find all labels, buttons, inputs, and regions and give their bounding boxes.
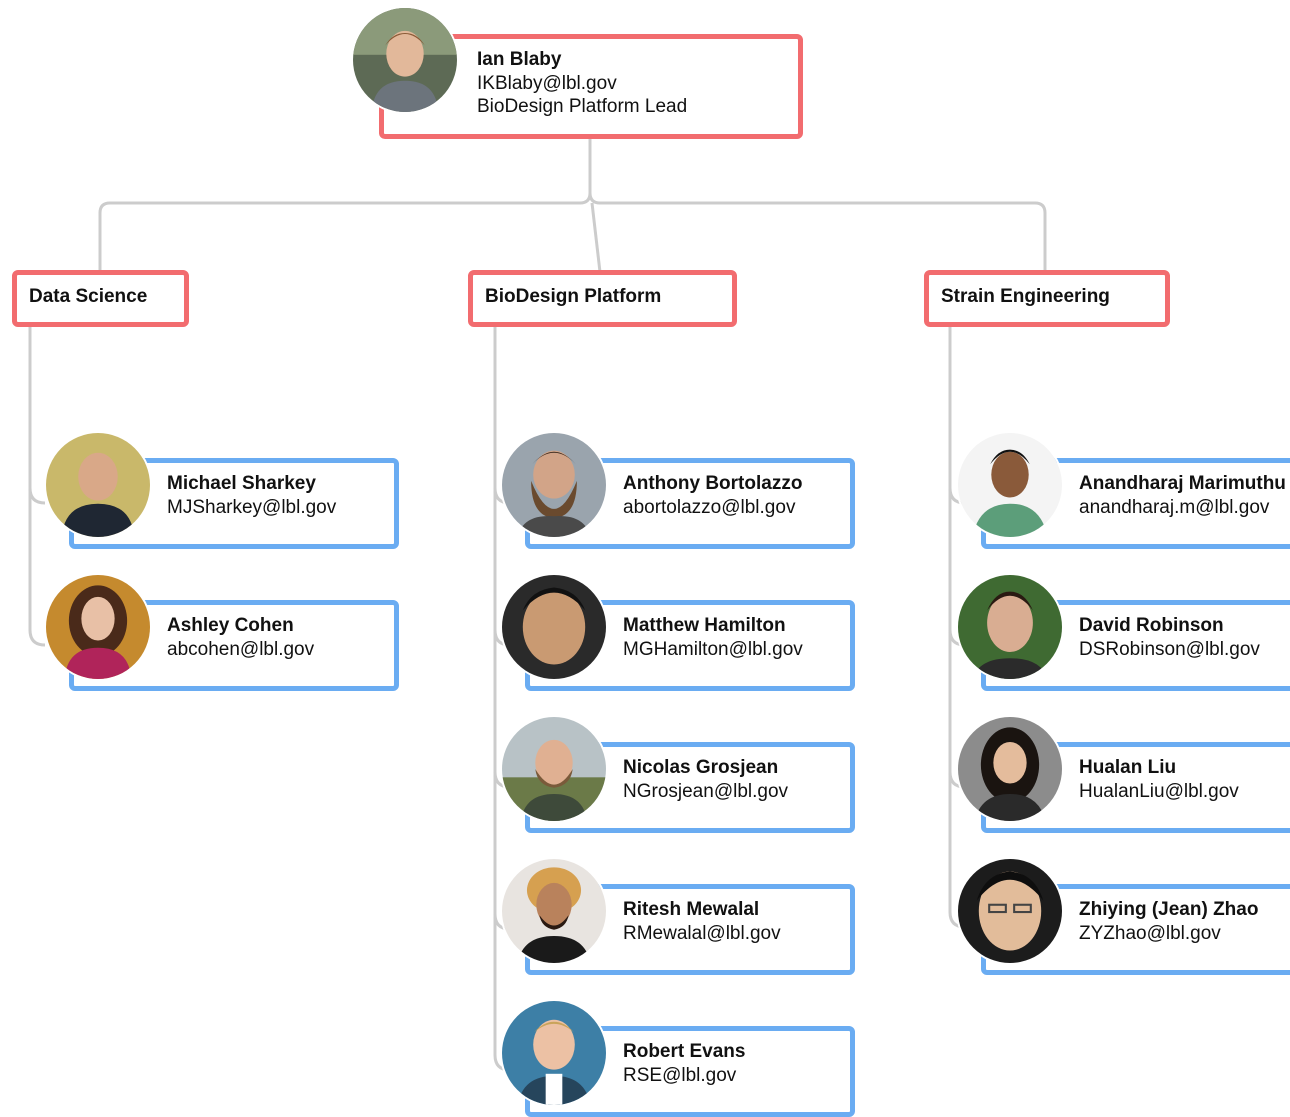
member-name: Matthew Hamilton xyxy=(623,615,786,636)
member-name: Nicolas Grosjean xyxy=(623,757,779,778)
member-avatar xyxy=(956,715,1064,823)
member-name: Hualan Liu xyxy=(1079,757,1177,778)
member-email[interactable]: ZYZhao@lbl.gov xyxy=(1079,922,1221,944)
lead-info: Ian Blaby IKBlaby@lbl.gov BioDesign Plat… xyxy=(477,48,687,119)
member-avatar xyxy=(500,857,608,965)
member-name: David Robinson xyxy=(1079,615,1224,636)
member-avatar xyxy=(956,857,1064,965)
dept-label: Strain Engineering xyxy=(941,286,1110,307)
member-name: Robert Evans xyxy=(623,1041,746,1062)
member-avatar xyxy=(500,715,608,823)
member-name: Anthony Bortolazzo xyxy=(623,473,803,494)
member-avatar xyxy=(500,999,608,1107)
dept-label: Data Science xyxy=(29,286,148,307)
dept-data-science[interactable]: Data Science xyxy=(12,270,189,327)
member-email[interactable]: anandharaj.m@lbl.gov xyxy=(1079,496,1270,518)
member-name: Anandharaj Marimuthu xyxy=(1079,473,1286,494)
member-avatar xyxy=(500,431,608,539)
member-email[interactable]: RSE@lbl.gov xyxy=(623,1064,737,1086)
member-avatar xyxy=(44,431,152,539)
member-name: Ritesh Mewalal xyxy=(623,899,760,920)
member-email[interactable]: HualanLiu@lbl.gov xyxy=(1079,780,1239,802)
member-name: Michael Sharkey xyxy=(167,473,316,494)
member-name: Zhiying (Jean) Zhao xyxy=(1079,899,1259,920)
member-email[interactable]: abcohen@lbl.gov xyxy=(167,638,315,660)
member-email[interactable]: MJSharkey@lbl.gov xyxy=(167,496,337,518)
member-email[interactable]: RMewalal@lbl.gov xyxy=(623,922,781,944)
dept-strain-engineering[interactable]: Strain Engineering xyxy=(924,270,1170,327)
member-avatar xyxy=(500,573,608,681)
lead-role: BioDesign Platform Lead xyxy=(477,96,688,117)
lead-name: Ian Blaby xyxy=(477,49,562,70)
lead-avatar xyxy=(351,6,459,114)
member-name: Ashley Cohen xyxy=(167,615,294,636)
member-email[interactable]: abortolazzo@lbl.gov xyxy=(623,496,796,518)
dept-biodesign-platform[interactable]: BioDesign Platform xyxy=(468,270,737,327)
member-avatar xyxy=(956,573,1064,681)
member-email[interactable]: NGrosjean@lbl.gov xyxy=(623,780,789,802)
member-avatar xyxy=(44,573,152,681)
dept-label: BioDesign Platform xyxy=(485,286,662,307)
member-email[interactable]: MGHamilton@lbl.gov xyxy=(623,638,803,660)
member-avatar xyxy=(956,431,1064,539)
member-email[interactable]: DSRobinson@lbl.gov xyxy=(1079,638,1260,660)
lead-email[interactable]: IKBlaby@lbl.gov xyxy=(477,72,617,94)
